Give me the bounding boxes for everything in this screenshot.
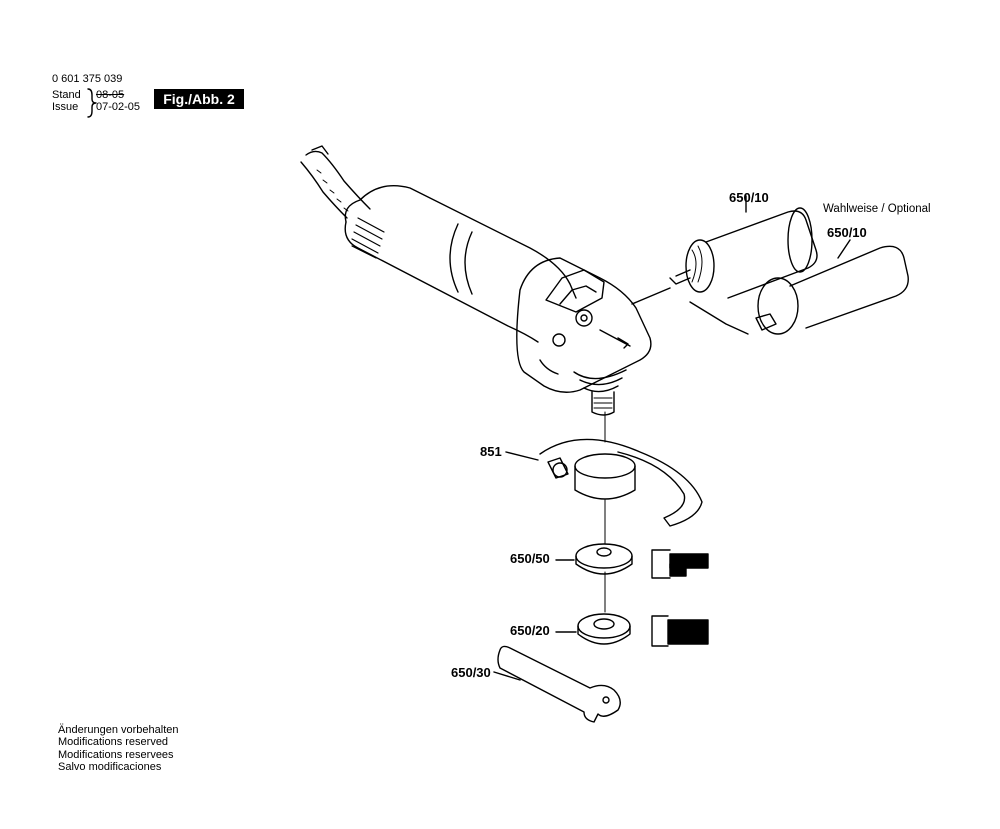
issue-label: Issue [52, 101, 79, 113]
footer-line-es: Salvo modificaciones [58, 761, 162, 773]
callout-flange-bottom: 650/20 [510, 623, 550, 638]
stand-value: 08-05 [96, 89, 125, 101]
stand-label: Stand [52, 89, 81, 101]
grinder-body [344, 185, 652, 416]
figure-badge: Fig./Abb. 2 [154, 89, 244, 109]
flange-bottom [577, 613, 631, 645]
callout-guard: 851 [480, 444, 502, 459]
optional-note: Wahlweise / Optional [823, 203, 931, 215]
header-brace [87, 88, 97, 118]
spanner-leader [493, 671, 521, 681]
wheel-guard [539, 438, 703, 527]
footer-line-en: Modifications reserved [58, 736, 169, 748]
side-handle-top [669, 207, 818, 299]
part-number: 0 601 375 039 [52, 73, 123, 85]
spanner-wrench [497, 645, 621, 723]
flange-bottom-section [651, 615, 709, 647]
footer-line-fr: Modifications reservees [58, 749, 174, 761]
power-cord [300, 145, 371, 219]
callout-spanner: 650/30 [451, 665, 491, 680]
side-handle-bottom [755, 239, 909, 335]
handle-leader-top [631, 287, 671, 305]
handle-leader-bottom [689, 301, 749, 335]
guard-leader [505, 451, 539, 461]
callout-handle-top: 650/10 [729, 190, 769, 205]
footer-line-de: Änderungen vorbehalten [58, 724, 179, 736]
callout-handle-bottom: 650/10 [827, 225, 867, 240]
callout-flange-top: 650/50 [510, 551, 550, 566]
flange-top-section [651, 549, 709, 579]
flange-top [575, 543, 633, 575]
issue-value: 07-02-05 [96, 101, 141, 113]
